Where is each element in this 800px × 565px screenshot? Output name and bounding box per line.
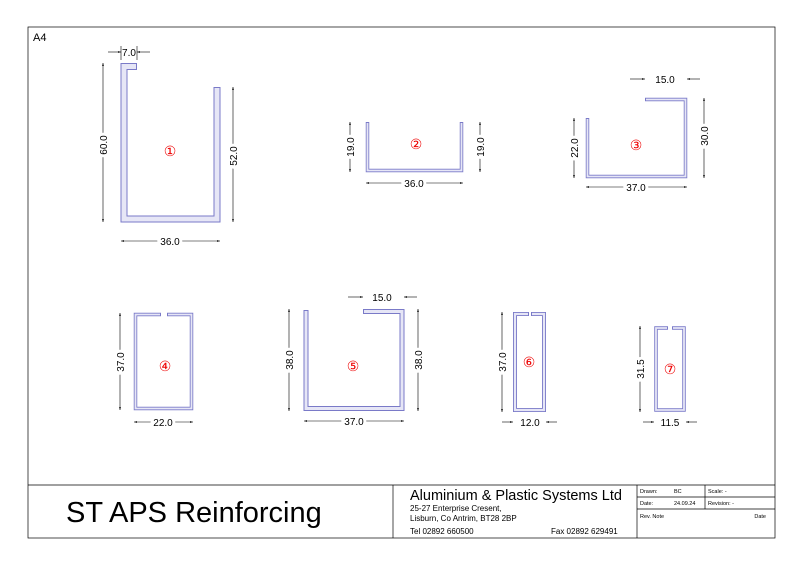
- rev-date-label: Date: [754, 514, 766, 520]
- dimension-lip: 15.0: [372, 293, 392, 304]
- profile-5: ⑤ 15.0 38.0 38.0 37.0: [282, 293, 428, 431]
- profile-3: ③ 15.0 22.0 30.0 37.0: [567, 75, 714, 197]
- dimension-lip: 7.0: [122, 48, 136, 59]
- dimension-height-left: 38.0: [285, 350, 296, 370]
- drawn-value: BC: [674, 489, 682, 495]
- fax: Fax 02892 629491: [551, 527, 618, 536]
- profile-number: ⑥: [523, 354, 536, 370]
- dimension-height: 31.5: [636, 359, 647, 379]
- dimension-lip: 15.0: [655, 75, 675, 86]
- sheet-size-label: A4: [33, 32, 46, 44]
- address-line-1: 25-27 Enterprise Cresent,: [410, 504, 502, 513]
- address-line-2: Lisburn, Co Antrim, BT28 2BP: [410, 514, 517, 523]
- dimension-width: 12.0: [520, 418, 540, 429]
- dimension-height-right: 52.0: [229, 146, 240, 166]
- dimension-height-left: 19.0: [346, 137, 357, 157]
- dimension-width: 11.5: [661, 418, 680, 429]
- date-value: 24.09.24: [674, 501, 695, 507]
- dimension-height-right: 19.0: [476, 137, 487, 157]
- profile-1: ① 7.0 60.0 52.0 36.0: [96, 46, 243, 251]
- profile-7: ⑦ 31.5 11.5: [633, 326, 697, 429]
- rev-note-label: Rev. Note: [640, 514, 664, 520]
- profile-4: ④ 37.0 22.0: [113, 312, 194, 432]
- dimension-width: 36.0: [404, 179, 424, 190]
- dimension-height: 37.0: [116, 352, 127, 372]
- dimension-width: 37.0: [344, 417, 364, 428]
- company-name: Aluminium & Plastic Systems Ltd: [410, 488, 622, 504]
- profile-number: ③: [630, 137, 643, 153]
- drawing-title: ST APS Reinforcing: [66, 497, 322, 529]
- dimension-width: 37.0: [626, 183, 646, 194]
- title-block: ST APS Reinforcing Aluminium & Plastic S…: [28, 484, 775, 538]
- profile-number: ②: [410, 136, 423, 152]
- drawn-label: Drawn:: [640, 489, 658, 495]
- dimension-width: 22.0: [153, 418, 173, 429]
- dimension-height: 37.0: [498, 352, 509, 372]
- dimension-height-right: 38.0: [414, 350, 425, 370]
- sheet-border: [27, 26, 776, 539]
- dimension-height-right: 30.0: [700, 126, 711, 146]
- telephone: Tel 02892 660500: [410, 527, 474, 536]
- profile-number: ⑦: [664, 361, 677, 377]
- profile-6: ⑥ 37.0 12.0: [495, 312, 557, 429]
- dimension-height-left: 22.0: [570, 138, 581, 158]
- profile-number: ⑤: [347, 358, 360, 374]
- revision-label: Revision: -: [708, 501, 734, 507]
- dimension-width: 36.0: [160, 237, 180, 248]
- profile-number: ④: [159, 358, 172, 374]
- profile-2: ② 19.0 19.0 36.0: [343, 122, 490, 193]
- scale-label: Scale: -: [708, 489, 727, 495]
- date-label: Date:: [640, 501, 654, 507]
- profile-number: ①: [164, 143, 177, 159]
- dimension-height-left: 60.0: [99, 135, 110, 155]
